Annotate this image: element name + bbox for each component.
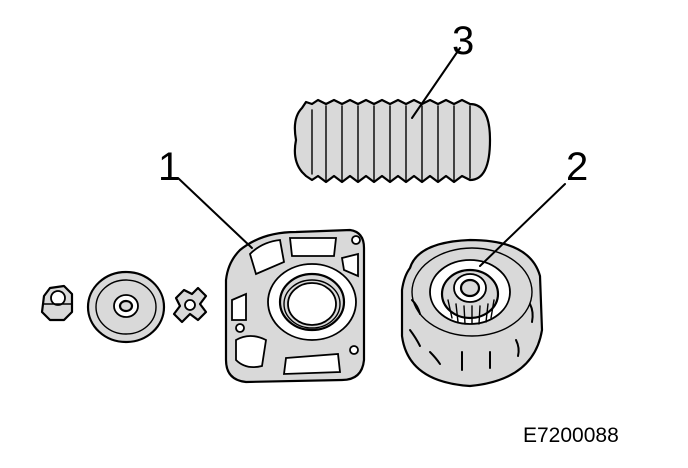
dish-washer	[86, 270, 166, 344]
callout-3: 3	[452, 19, 474, 63]
bearing-top-mount	[400, 238, 544, 388]
strut-mount-plate	[224, 228, 366, 384]
callout-1: 1	[158, 145, 180, 189]
bellows-boot	[293, 98, 492, 184]
leader-line-1	[177, 177, 253, 249]
leader-lines	[177, 47, 566, 267]
star-bushing	[172, 286, 208, 324]
strut-nut	[40, 284, 74, 322]
figure-reference-code: E7200088	[523, 424, 619, 447]
leader-line-3	[411, 47, 461, 119]
callout-2: 2	[566, 145, 588, 189]
leader-line-2	[479, 183, 566, 267]
